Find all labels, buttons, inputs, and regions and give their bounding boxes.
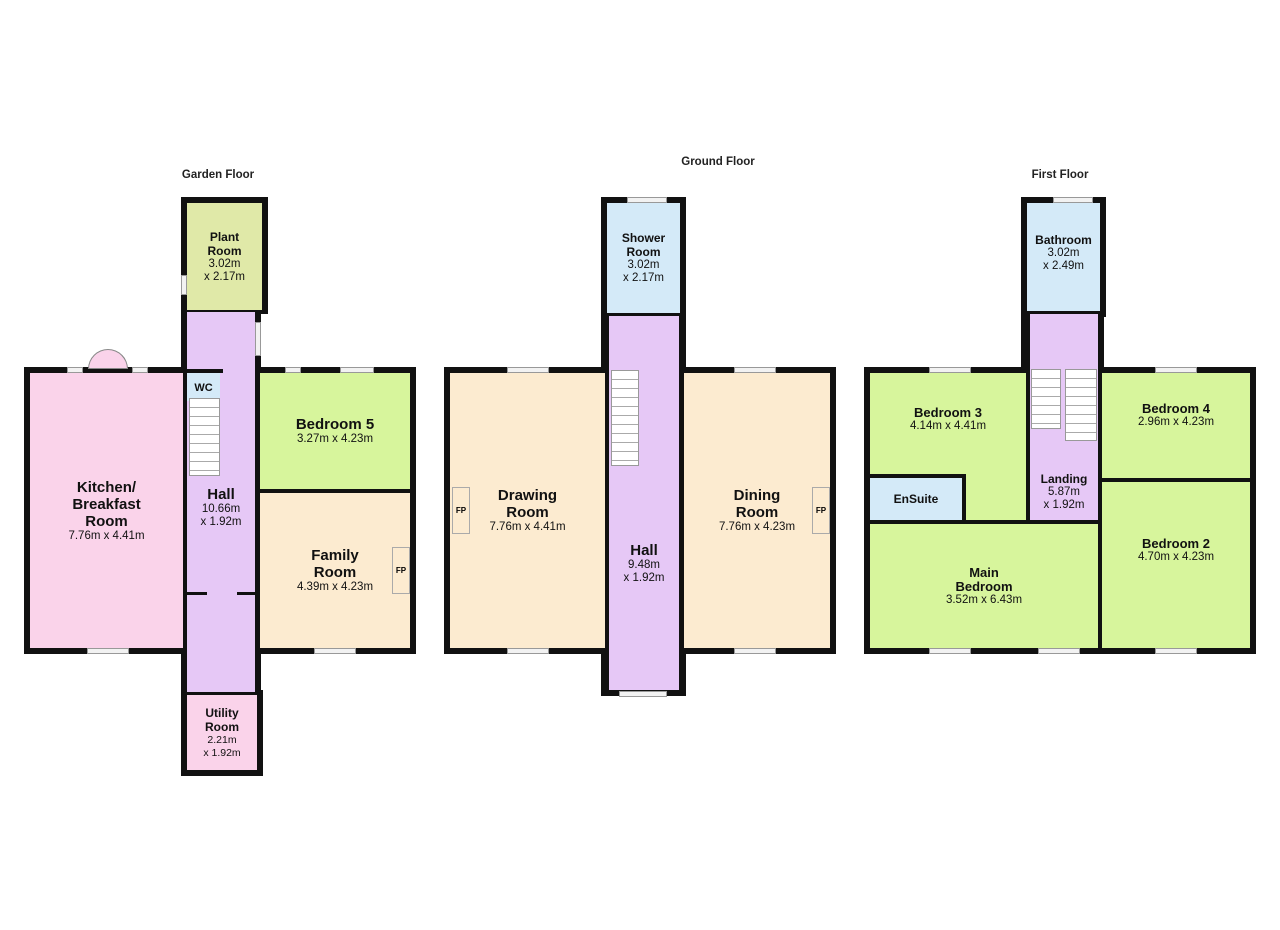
room-name: Plant (209, 229, 240, 244)
window (507, 648, 549, 654)
room-ensuite: EnSuite (870, 478, 962, 520)
room-utility-room: Utility Room 2.21m x 1.92m (187, 695, 257, 770)
room-name: Bedroom 5 (295, 416, 375, 433)
room-dimensions: 3.52m x 6.43m (945, 593, 1023, 606)
room-name: Family (311, 547, 359, 564)
window (929, 648, 971, 654)
room-dimensions: x 2.17m (204, 270, 245, 283)
window (1038, 648, 1080, 654)
front-door[interactable] (619, 691, 667, 697)
fireplace: FP (392, 547, 410, 594)
room-dimensions: 4.70m x 4.23m (1137, 550, 1215, 563)
window (507, 367, 549, 373)
room-drawing-room: Drawing Room 7.76m x 4.41m (450, 373, 605, 648)
staircase (611, 370, 639, 466)
window (285, 367, 301, 373)
room-name: Bathroom (1035, 233, 1092, 247)
room-bathroom: Bathroom 3.02m x 2.49m (1027, 203, 1100, 311)
room-name: Room (506, 504, 549, 521)
room-dimensions: 7.76m x 4.41m (489, 521, 566, 533)
room-name: Room (207, 243, 242, 258)
room-dimensions: 3.02m (1047, 247, 1080, 259)
window (314, 648, 356, 654)
room-kitchen-breakfast: Kitchen/ Breakfast Room 7.76m x 4.41m (30, 373, 183, 648)
room-name: Bedroom 2 (1142, 535, 1210, 551)
window (929, 367, 971, 373)
room-name: Room (313, 564, 357, 581)
room-name: Room (85, 512, 128, 530)
room-name: Bedroom 3 (914, 404, 982, 420)
room-dimensions: x 1.92m (1043, 499, 1085, 511)
room-main-bedroom: Main Bedroom 3.52m x 6.43m (870, 524, 1098, 648)
room-dimensions: 2.96m x 4.23m (1137, 416, 1215, 428)
room-name: Shower (621, 231, 666, 245)
wall (187, 592, 207, 595)
floor-title: Ground Floor (681, 156, 755, 168)
wall (187, 369, 223, 373)
window (255, 322, 261, 356)
room-dimensions: 4.14m x 4.41m (909, 419, 987, 432)
room-dimensions: x 1.92m (623, 571, 665, 584)
window (87, 648, 129, 654)
room-name: Hall (630, 541, 658, 559)
window (1155, 648, 1197, 654)
room-name: Room (205, 719, 239, 734)
room-name: Hall (207, 485, 235, 503)
room-dimensions: 5.87m (1048, 486, 1080, 498)
room-name: WC (194, 382, 213, 394)
room-dining-room: Dining Room 7.76m x 4.23m (684, 373, 830, 648)
room-dimensions: 10.66m (201, 502, 241, 515)
floor-title: Garden Floor (181, 169, 255, 181)
room-dimensions: 2.21m (207, 733, 237, 746)
room-dimensions: x 2.49m (1043, 260, 1084, 272)
french-doors[interactable] (88, 349, 128, 369)
room-dimensions: x 1.92m (203, 746, 241, 759)
window (340, 367, 374, 373)
window (181, 275, 187, 295)
room-name: Kitchen/ (76, 478, 137, 496)
floor-title: First Floor (1031, 169, 1089, 181)
staircase (1065, 369, 1097, 441)
window (1155, 367, 1197, 373)
room-bedroom-4: Bedroom 4 2.96m x 4.23m (1102, 373, 1250, 478)
room-name: Room (735, 504, 779, 521)
room-shower-room: Shower Room 3.02m x 2.17m (607, 203, 680, 313)
room-name: Dining (733, 487, 781, 504)
room-dimensions: 7.76m x 4.23m (718, 521, 796, 533)
fireplace: FP (452, 487, 470, 534)
room-bedroom-2: Bedroom 2 4.70m x 4.23m (1102, 482, 1250, 648)
room-bedroom-5: Bedroom 5 3.27m x 4.23m (260, 373, 410, 489)
room-dimensions: x 1.92m (200, 515, 242, 528)
room-dimensions: 3.02m (627, 259, 660, 271)
room-name: Drawing (497, 487, 558, 504)
staircase (1031, 369, 1061, 429)
room-name: Bedroom (955, 578, 1013, 594)
staircase (189, 398, 220, 476)
room-dimensions: 7.76m x 4.41m (68, 529, 145, 542)
room-dimensions: 3.02m (208, 257, 241, 270)
window (627, 197, 667, 203)
room-family-room: Family Room 4.39m x 4.23m (260, 493, 410, 648)
room-name: Utility (205, 705, 239, 720)
window (734, 367, 776, 373)
window (1053, 197, 1093, 203)
window (734, 648, 776, 654)
room-name: Room (626, 245, 661, 259)
window (67, 367, 83, 373)
window (132, 367, 148, 373)
room-dimensions: 4.39m x 4.23m (296, 581, 374, 593)
fireplace: FP (812, 487, 830, 534)
room-plant-room: Plant Room 3.02m x 2.17m (187, 203, 262, 310)
room-name: Bedroom 4 (1142, 401, 1210, 416)
room-name: EnSuite (893, 492, 939, 506)
room-dimensions: 9.48m (628, 558, 660, 571)
wall (237, 592, 255, 595)
room-name: Main (969, 564, 999, 580)
room-dimensions: x 2.17m (623, 272, 664, 284)
room-wc: WC (187, 373, 220, 401)
room-name: Landing (1040, 472, 1088, 486)
room-name: Breakfast (72, 495, 141, 513)
room-dimensions: 3.27m x 4.23m (296, 433, 374, 445)
